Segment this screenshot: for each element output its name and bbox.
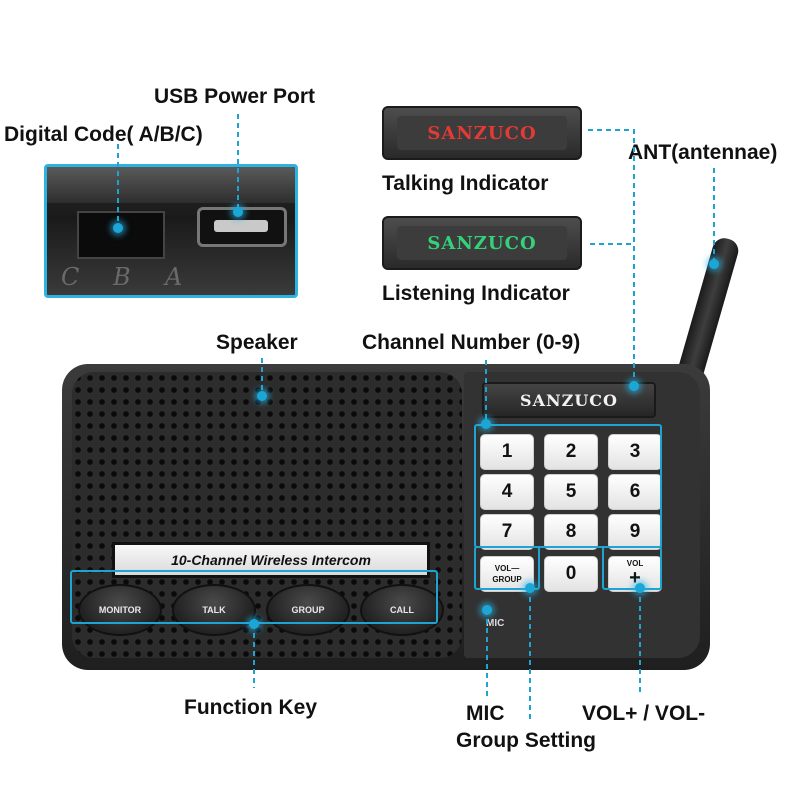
monitor-button[interactable]: MONITOR [78,584,162,636]
mic-label: MIC [466,702,505,725]
usb-port-marker [233,207,243,217]
key-1[interactable]: 1 [480,434,534,470]
function-keys-frame [70,570,438,624]
key-4[interactable]: 4 [480,474,534,510]
listening-indicator-text: SANZUCO [397,226,567,260]
vol-key-frame [602,546,662,590]
key-8[interactable]: 8 [544,514,598,550]
vol-minus-label: VOL— [494,563,520,573]
function-key-label: Function Key [184,696,318,719]
plus-symbol: + [629,567,641,589]
key-9[interactable]: 9 [608,514,662,550]
vol-plus-label: VOL [626,559,644,568]
inset-top-edge [47,167,295,203]
group-setting-label: Group Setting [456,729,596,752]
call-button[interactable]: CALL [360,584,444,636]
channel-keys-frame [474,424,662,548]
speaker-grille: 10-Channel Wireless Intercom MONITOR TAL… [72,372,462,658]
usb-power-port-label: USB Power Port [154,85,316,108]
speaker-label: Speaker [216,331,298,354]
key-5[interactable]: 5 [544,474,598,510]
ports-inset-photo: C B A [44,164,298,298]
intercom-device: 10-Channel Wireless Intercom MONITOR TAL… [62,364,710,670]
mic-marker [482,605,492,615]
key-6[interactable]: 6 [608,474,662,510]
group-setting-marker [525,583,535,593]
group-button[interactable]: GROUP [266,584,350,636]
code-letter-b: B [113,263,131,291]
digital-code-marker [113,223,123,233]
key-7[interactable]: 7 [480,514,534,550]
key-0[interactable]: 0 [544,556,598,592]
channel-number-label: Channel Number (0-9) [362,331,581,354]
antenna-marker [709,259,719,269]
listening-indicator-plate: SANZUCO [382,216,582,270]
code-letter-a: A [165,263,183,291]
talking-indicator-label: Talking Indicator [382,172,549,195]
antenna-label: ANT(antennae) [628,141,778,164]
volume-marker [635,583,645,593]
speaker-marker [257,391,267,401]
function-key-marker [249,619,259,629]
digital-code-switch [77,211,165,259]
indicator-marker [629,381,639,391]
model-strip: 10-Channel Wireless Intercom [112,542,430,578]
talk-button[interactable]: TALK [172,584,256,636]
key-2[interactable]: 2 [544,434,598,470]
group-key-frame [474,546,540,590]
group-label: GROUP [492,574,522,584]
channel-marker [481,419,491,429]
usb-connector [214,220,268,232]
digital-code-label: Digital Code( A/B/C) [4,123,203,146]
key-3[interactable]: 3 [608,434,662,470]
talking-indicator-text: SANZUCO [397,116,567,150]
code-letter-c: C [61,263,80,291]
volume-label: VOL+ / VOL- [582,702,706,725]
brand-plate: SANZUCO [482,382,656,418]
mic-hole-label: MIC [486,618,505,629]
talking-indicator-plate: SANZUCO [382,106,582,160]
listening-indicator-label: Listening Indicator [382,282,570,305]
